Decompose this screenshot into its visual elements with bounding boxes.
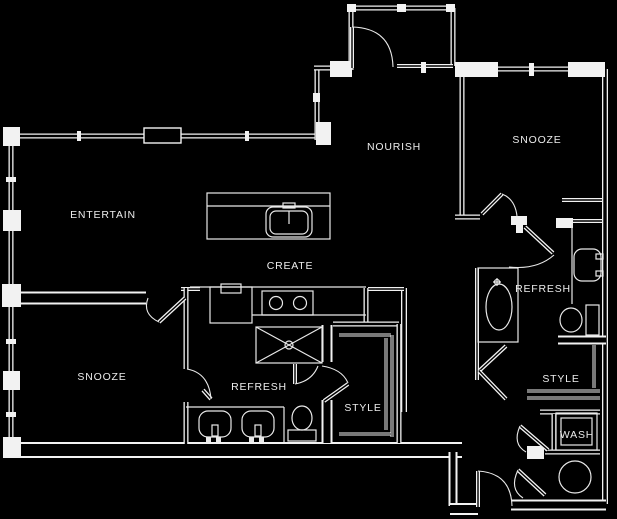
window-mullion: [397, 4, 406, 12]
wall-posts: [2, 4, 605, 459]
window-mullion: [313, 93, 320, 102]
kitchen-island-icon: [206, 192, 331, 240]
toilet-icon: [287, 405, 317, 442]
toilet-icon: [559, 304, 600, 336]
window-mullion: [347, 4, 356, 12]
window-mullion: [529, 63, 534, 76]
room-label-snooze-bottom-left: SNOOZE: [77, 371, 126, 383]
hall-exit-door: [476, 470, 513, 507]
water-heater-door: [513, 468, 547, 499]
wall-stub: [556, 218, 573, 228]
wall-post: [455, 62, 498, 77]
room-labels: ENTERTAIN NOURISH SNOOZE CREATE REFRESH …: [70, 134, 594, 441]
window-mullion: [6, 412, 16, 417]
wash-closet-door: [516, 424, 550, 453]
window-mullion: [77, 131, 81, 141]
wall-post: [3, 371, 20, 390]
room-label-refresh-right: REFRESH: [515, 283, 571, 295]
style-right-bifold-door: [477, 344, 508, 401]
snooze-top-right-door: [480, 192, 518, 217]
window-mullion: [6, 177, 16, 182]
room-label-create: CREATE: [267, 260, 314, 272]
door-jamb: [511, 216, 527, 225]
window-mullion: [245, 131, 249, 141]
room-label-style-bottom: STYLE: [344, 402, 381, 414]
fixtures: [186, 192, 604, 494]
water-heater-icon: [558, 460, 592, 494]
wall-post: [2, 284, 21, 307]
wall-post: [3, 210, 21, 231]
refrigerator-icon: [209, 286, 253, 324]
window-mullion: [446, 4, 455, 12]
window-mullion: [6, 339, 16, 344]
refresh-right-door: [508, 225, 555, 269]
room-label-refresh-bottom: REFRESH: [231, 381, 287, 393]
range-cooktop-icon: [261, 290, 314, 316]
wall-post: [568, 62, 605, 77]
window-mullion: [421, 62, 426, 73]
corner-post: [316, 122, 331, 145]
shower-door: [293, 364, 319, 385]
room-label-entertain: ENTERTAIN: [70, 209, 136, 221]
vanity-sink-icon: [571, 224, 604, 304]
room-label-wash: WASH: [560, 429, 594, 441]
kitchen-counter-icon: [190, 283, 366, 324]
snooze-bottom-door: [145, 296, 187, 324]
door-jamb: [516, 225, 523, 233]
corner-post: [3, 127, 20, 146]
washer-icon: [555, 412, 598, 451]
shower-icon: [255, 326, 323, 364]
doors: [145, 26, 555, 507]
room-label-nourish: NOURISH: [367, 141, 421, 153]
door-jamb: [527, 446, 544, 459]
style-bottom-door: [321, 365, 350, 403]
bathtub-icon: [477, 267, 519, 343]
double-vanity-icon: [186, 406, 285, 442]
walls: [4, 5, 608, 515]
refresh-bottom-door: [186, 368, 213, 401]
room-label-style-right: STYLE: [542, 373, 579, 385]
entry-door: [350, 26, 394, 68]
corner-post: [3, 437, 21, 458]
wall-post: [330, 61, 352, 77]
room-label-snooze-top-right: SNOOZE: [512, 134, 561, 146]
wall-post: [143, 127, 182, 144]
